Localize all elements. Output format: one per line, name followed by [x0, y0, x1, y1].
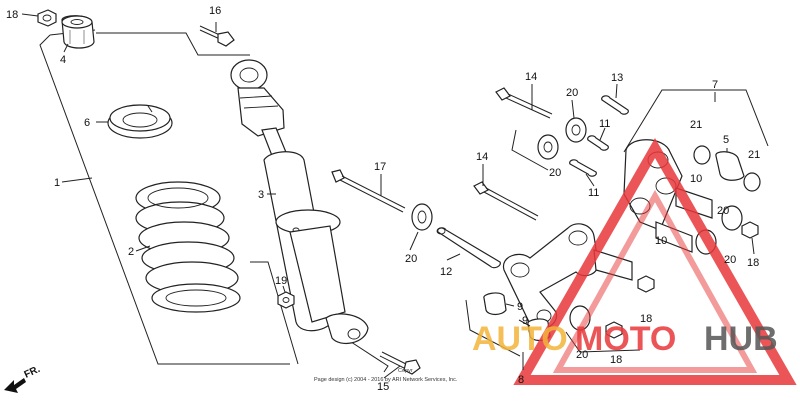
fr-label: FR.: [23, 364, 42, 381]
bolt-17-part: [331, 169, 406, 213]
callout-18: 18: [640, 313, 652, 325]
watermark-auto: AUTO: [472, 320, 568, 358]
coil-spring-part: [135, 181, 241, 313]
callout-20: 20: [405, 253, 417, 265]
watermark-logo: [513, 137, 797, 385]
callout-labels: 18 4 6 1 2 3 16 17 20 19 15 12 14 14 20 …: [6, 5, 760, 393]
callout-9: 9: [522, 315, 528, 327]
callout-20: 20: [576, 349, 588, 361]
bushing-part: [61, 15, 95, 49]
callout-8: 8: [518, 374, 524, 386]
callout-6: 6: [84, 117, 90, 129]
callout-4: 4: [60, 54, 66, 66]
spring-seat-part: [107, 104, 173, 139]
callout-21: 21: [748, 149, 760, 161]
callout-13: 13: [611, 72, 623, 84]
callout-20: 20: [724, 254, 736, 266]
nut-part: [37, 9, 57, 27]
callout-11: 11: [588, 187, 599, 199]
callout-18: 18: [6, 9, 18, 21]
washer-20-part: [411, 203, 433, 231]
bolt-16-part: [199, 25, 235, 47]
callout-21: 21: [690, 119, 702, 131]
callout-18: 18: [610, 354, 622, 366]
arrow-icon: [4, 378, 26, 393]
callout-16: 16: [209, 5, 221, 17]
nut-19-part: [277, 291, 295, 309]
callout-leaders: [21, 13, 755, 379]
callout-15: 15: [377, 381, 389, 393]
callout-2: 2: [128, 246, 134, 258]
shock-absorber-part: [230, 59, 369, 345]
front-direction-indicator: FR.: [4, 364, 42, 393]
callout-17: 17: [374, 161, 386, 173]
callout-20: 20: [566, 87, 578, 99]
bolt-15-part: [379, 351, 421, 375]
callout-20: 20: [717, 205, 729, 217]
callout-10: 10: [690, 173, 702, 185]
callout-18: 18: [747, 257, 759, 269]
callout-3: 3: [258, 189, 264, 201]
watermark-text: AUTO MOTO HUB: [472, 320, 778, 358]
callout-9: 9: [517, 301, 523, 313]
callout-7: 7: [712, 79, 718, 91]
watermark-hub: HUB: [704, 320, 778, 358]
callout-11: 11: [599, 118, 610, 130]
watermark-moto: MOTO: [575, 320, 676, 358]
callout-12: 12: [440, 266, 452, 278]
collar-12-part: [436, 227, 501, 269]
callout-10: 10: [655, 235, 667, 247]
callout-14: 14: [525, 71, 537, 83]
callout-20: 20: [549, 167, 561, 179]
callout-14: 14: [476, 151, 488, 163]
copyright-mark: Copyr: [398, 368, 413, 374]
callout-1: 1: [54, 177, 60, 189]
callout-5: 5: [723, 134, 729, 146]
footer-credit: Page design (c) 2004 - 2016 by ARI Netwo…: [314, 377, 458, 383]
callout-19: 19: [275, 275, 287, 287]
